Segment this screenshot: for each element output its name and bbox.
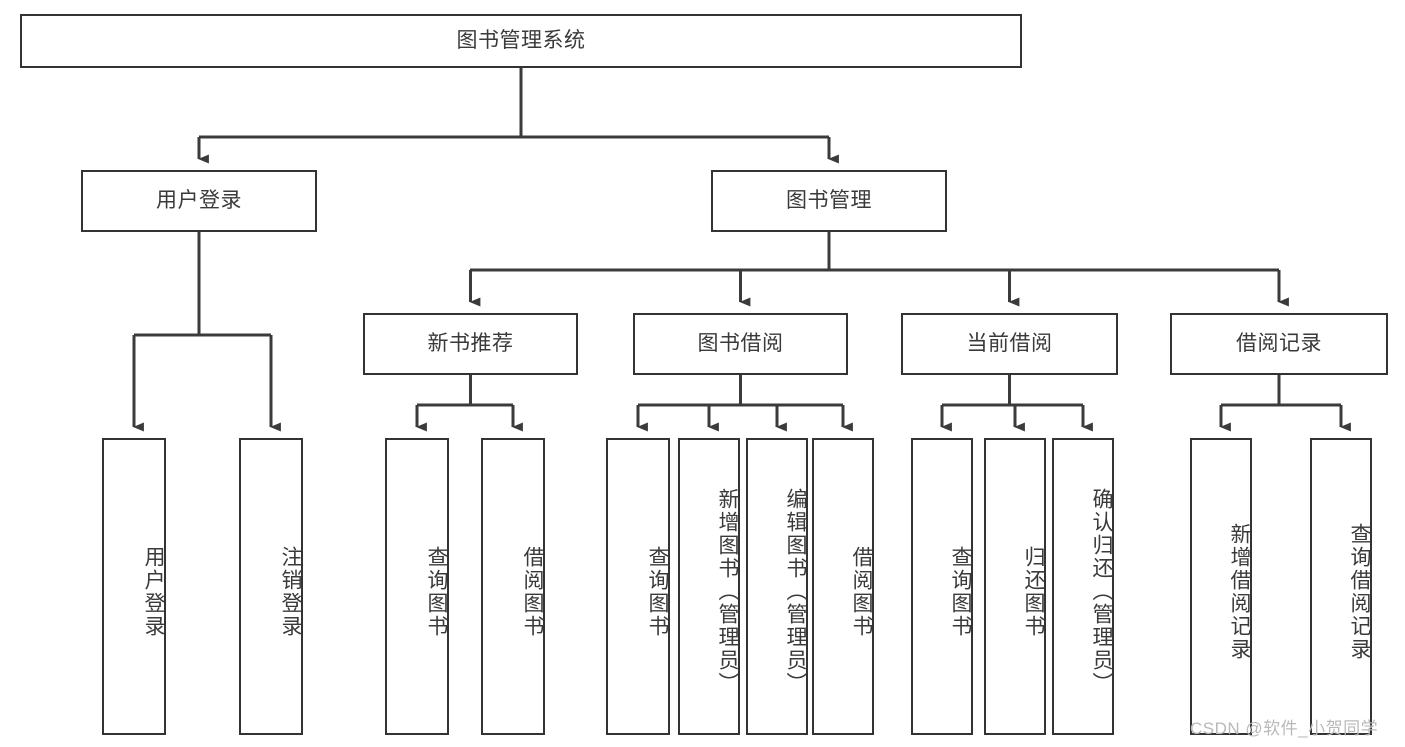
- node-label: 查询图书: [949, 545, 972, 638]
- node-label: 查询借阅记录: [1348, 522, 1371, 661]
- node-leaf-query-book-1[interactable]: 查询图书: [385, 438, 449, 735]
- node-leaf-confirm-return[interactable]: 确认归还（管理员）: [1052, 438, 1114, 735]
- node-label: 新书推荐: [427, 331, 514, 355]
- node-user-login[interactable]: 用户登录: [81, 170, 317, 232]
- node-label: 查询图书: [646, 545, 669, 638]
- node-leaf-query-book-3[interactable]: 查询图书: [911, 438, 973, 735]
- node-label: 查询图书: [425, 545, 448, 638]
- node-current-borrow[interactable]: 当前借阅: [901, 313, 1118, 375]
- node-leaf-edit-book[interactable]: 编辑图书（管理员）: [746, 438, 808, 735]
- node-leaf-add-book[interactable]: 新增图书（管理员）: [678, 438, 740, 735]
- node-label: 借阅图书: [850, 545, 873, 638]
- node-label: 新增图书（管理员）: [716, 488, 739, 695]
- node-label: 借阅记录: [1236, 331, 1322, 355]
- node-label: 新增借阅记录: [1228, 522, 1251, 661]
- node-leaf-add-record[interactable]: 新增借阅记录: [1190, 438, 1252, 735]
- node-label: 图书管理: [786, 188, 872, 212]
- node-leaf-query-record[interactable]: 查询借阅记录: [1310, 438, 1372, 735]
- node-leaf-query-book-2[interactable]: 查询图书: [606, 438, 670, 735]
- node-label: 归还图书: [1022, 545, 1045, 638]
- node-book-manage[interactable]: 图书管理: [711, 170, 947, 232]
- node-leaf-return-book[interactable]: 归还图书: [984, 438, 1046, 735]
- node-new-book-rec[interactable]: 新书推荐: [363, 313, 578, 375]
- node-borrow-record[interactable]: 借阅记录: [1170, 313, 1388, 375]
- node-label: 图书借阅: [697, 331, 784, 355]
- node-label: 注销登录: [279, 545, 302, 638]
- node-label: 借阅图书: [521, 545, 544, 638]
- node-label: 用户登录: [142, 545, 165, 638]
- csdn-watermark: CSDN @软件_小贺同学: [1190, 719, 1379, 738]
- node-label: 编辑图书（管理员）: [784, 488, 807, 695]
- node-label: 图书管理系统: [456, 28, 586, 52]
- node-leaf-borrow-book-1[interactable]: 借阅图书: [481, 438, 545, 735]
- node-leaf-borrow-book-2[interactable]: 借阅图书: [812, 438, 874, 735]
- node-leaf-logout[interactable]: 注销登录: [239, 438, 303, 735]
- node-label: 当前借阅: [966, 331, 1053, 355]
- node-label: 用户登录: [156, 188, 242, 212]
- node-label: 确认归还（管理员）: [1090, 488, 1113, 695]
- node-leaf-user-login[interactable]: 用户登录: [102, 438, 166, 735]
- node-book-borrow[interactable]: 图书借阅: [633, 313, 848, 375]
- node-root[interactable]: 图书管理系统: [20, 14, 1022, 68]
